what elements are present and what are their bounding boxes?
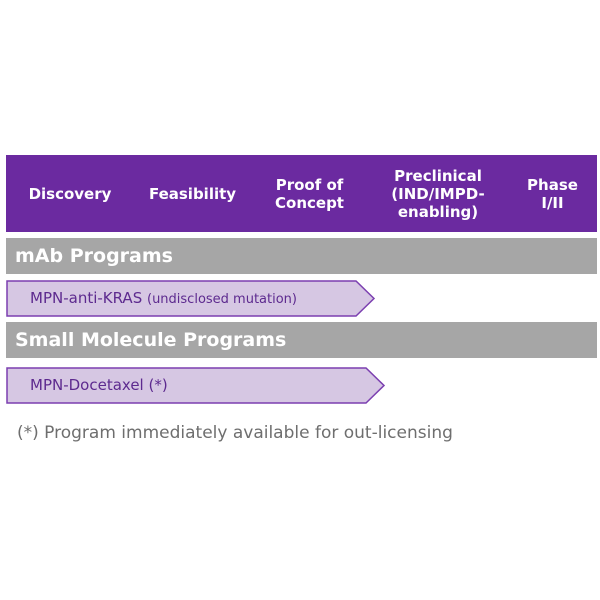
stage-feasibility: Feasibility	[148, 184, 237, 203]
program-mpn-anti-kras[interactable]: MPN-anti-KRAS (undisclosed mutation)	[6, 280, 376, 317]
program-label: MPN-anti-KRAS (undisclosed mutation)	[30, 280, 297, 317]
progress-arrow-mpn-anti-kras	[6, 280, 376, 317]
stage-proof-of-concept: Proof of Concept	[275, 175, 344, 212]
section-small-molecule-programs: Small Molecule Programs	[6, 322, 597, 358]
program-name: MPN-anti-KRAS	[30, 289, 143, 307]
stage-preclinical: Preclinical (IND/IMPD- enabling)	[391, 166, 485, 221]
stage-phase-1-2: Phase I/II	[527, 175, 578, 212]
footnote: (*) Program immediately available for ou…	[17, 423, 453, 443]
arrow-shape	[6, 280, 376, 317]
progress-arrow-mpn-docetaxel	[6, 367, 386, 404]
section-mab-programs: mAb Programs	[6, 238, 597, 274]
program-mpn-docetaxel[interactable]: MPN-Docetaxel (*)	[6, 367, 386, 404]
arrow-shape	[6, 367, 386, 404]
program-name: MPN-Docetaxel (*)	[30, 376, 168, 394]
stage-discovery: Discovery	[28, 184, 112, 203]
stage-header: Discovery Feasibility Proof of Concept P…	[6, 155, 597, 232]
program-label: MPN-Docetaxel (*)	[30, 367, 168, 404]
program-note: (undisclosed mutation)	[147, 292, 297, 307]
